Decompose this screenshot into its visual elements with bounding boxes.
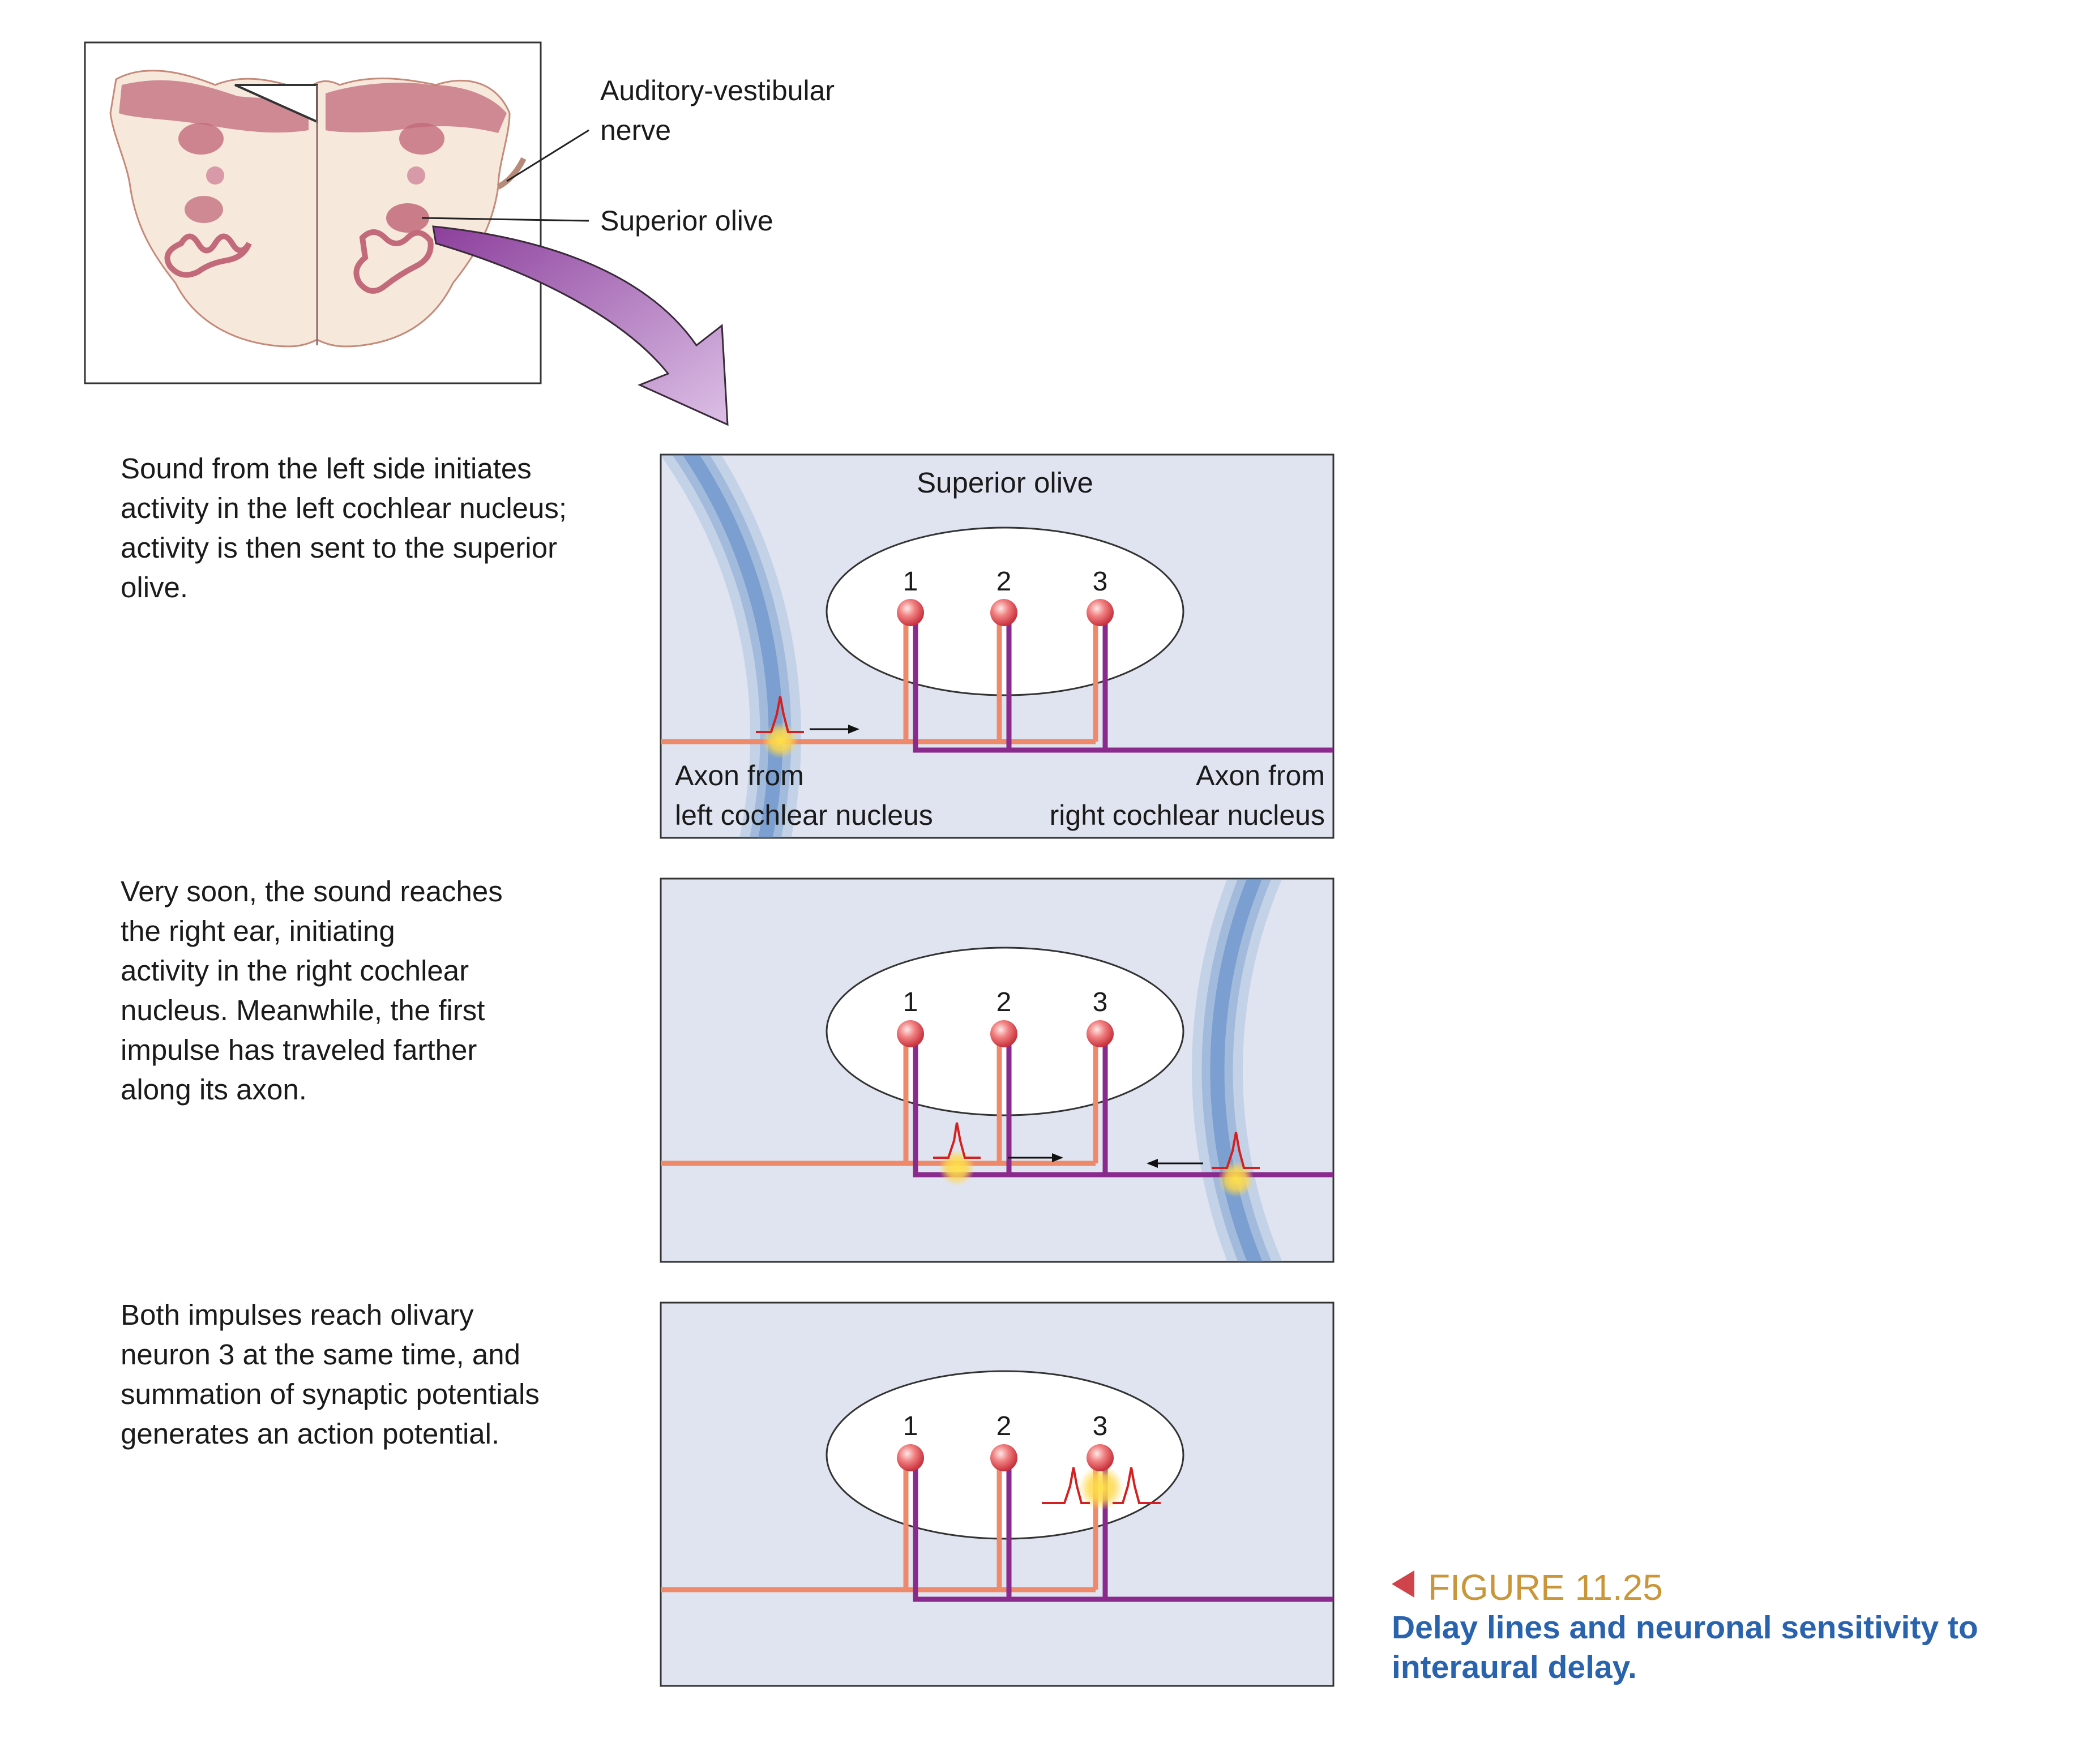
step-1-description: Sound from the left side initiates activ…: [121, 452, 567, 603]
step-3-description: Both impulses reach olivary neuron 3 at …: [121, 1299, 540, 1450]
panel-2-right-axon: [913, 1042, 1333, 1178]
neuron-labels: 1 2 3 1 2 3 1 2 3: [903, 567, 1108, 1441]
panel-1-right-axon: [913, 620, 1333, 753]
panel-1-direction-arrowhead: [848, 725, 859, 734]
panel-2-leftward-arrowhead: [1147, 1159, 1158, 1168]
step-2-description: Very soon, the sound reaches the right e…: [121, 875, 503, 1106]
neuron-1: [897, 599, 924, 626]
panel-2: [660, 877, 1335, 1263]
nerve-leader-line: [506, 129, 589, 182]
panel-2-neurons: [897, 1020, 1114, 1047]
zoom-arrow: [432, 225, 729, 426]
neuron-3-glow: [1079, 1465, 1124, 1510]
left-small-nucleus: [206, 166, 224, 185]
panel-1-neuron-label: 3: [1093, 567, 1108, 597]
brainstem-dark-band-right: [326, 82, 507, 133]
panel-2-neuron-label: 1: [903, 987, 918, 1017]
panel-2-neuron-label: 3: [1093, 987, 1108, 1017]
panel-2-sound-wave: [1192, 879, 1283, 1262]
figure-caption: FIGURE 11.25 Delay lines and neuronal se…: [1392, 1567, 2088, 1687]
figure-marker-icon: [1392, 1570, 1414, 1598]
neuron-3: [1087, 1444, 1114, 1471]
panel-1-neuron-label: 1: [903, 567, 918, 597]
panel-1-spike: [756, 696, 804, 733]
panel-2-left-impulse-glow: [939, 1150, 975, 1186]
panel-1-neurons: [897, 599, 1114, 626]
right-axon-label: Axon from right cochlear nucleus: [1049, 760, 1325, 831]
neuron-3: [1087, 1020, 1114, 1047]
right-inferior-olive: [353, 229, 434, 294]
brainstem-section: [84, 41, 589, 384]
panel-2-neuron-label: 2: [996, 987, 1012, 1017]
panel-2-rightward-arrowhead: [1052, 1153, 1063, 1162]
left-nucleus-blob: [178, 123, 224, 155]
left-axon-label: Axon from left cochlear nucleus: [675, 760, 933, 831]
nerve-strand: [497, 157, 527, 190]
panel-3-left-spike: [1042, 1467, 1090, 1504]
figure-caption-text: Delay lines and neuronal sensitivity to …: [1392, 1609, 1978, 1685]
neuron-1: [897, 1444, 924, 1471]
brainstem-dark-band: [119, 80, 309, 133]
figure-number: FIGURE 11.25: [1428, 1567, 1663, 1608]
panel-2-right-impulse-glow: [1218, 1161, 1254, 1197]
olive-leader-line: [421, 217, 589, 222]
neuron-2: [990, 1020, 1017, 1047]
left-inferior-olive: [164, 233, 252, 278]
right-nucleus-blob: [399, 123, 444, 155]
panel-2-left-spike: [933, 1122, 981, 1159]
neuron-1: [897, 1020, 924, 1047]
olive-label: Superior olive: [600, 205, 773, 237]
right-superior-olive: [386, 203, 429, 233]
panel-3-right-spike: [1113, 1467, 1161, 1504]
nerve-label: Auditory-vestibular nerve: [600, 75, 835, 146]
panel-3-left-axon: [661, 1457, 1098, 1592]
panel-3-neuron-label: 3: [1093, 1411, 1108, 1441]
right-small-nucleus: [407, 166, 425, 185]
panel-2-right-spike: [1212, 1132, 1260, 1169]
left-olive-blob: [185, 196, 223, 223]
neuron-2: [990, 1444, 1017, 1471]
panel-1-left-axon: [661, 611, 1098, 744]
panel-3-neuron-label: 2: [996, 1411, 1012, 1441]
neuron-2: [990, 599, 1017, 626]
panel-3-neurons: [897, 1444, 1124, 1510]
panel-3-neuron-label: 1: [903, 1411, 918, 1441]
panel-2-left-axon: [661, 1033, 1098, 1166]
panel-3: [660, 1302, 1335, 1687]
panel-1-neuron-label: 2: [996, 567, 1012, 597]
panel-1-impulse-glow: [762, 722, 798, 759]
panel-1: [660, 453, 1335, 839]
figure-number-row: FIGURE 11.25: [1392, 1567, 2088, 1608]
neuron-3: [1087, 599, 1114, 626]
panel-1-title: Superior olive: [917, 466, 1093, 499]
